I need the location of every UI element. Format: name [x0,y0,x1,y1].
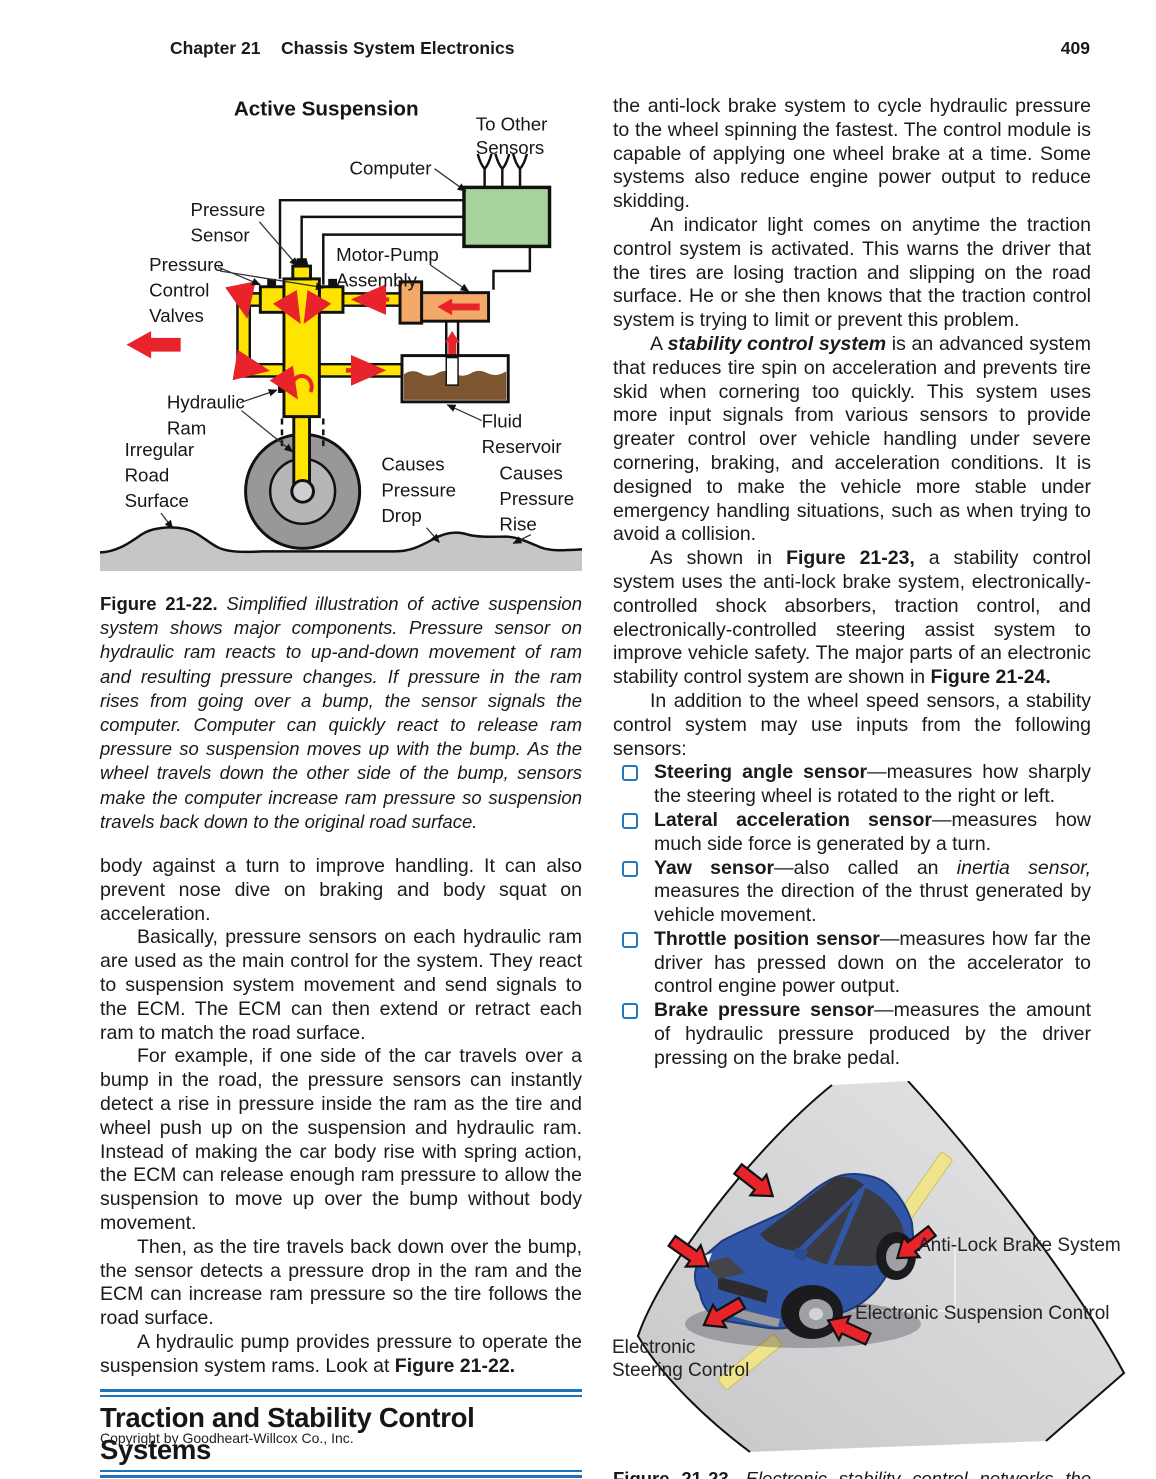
svg-text:Assembly: Assembly [336,270,418,291]
label-to-other-sensors: To Other [476,113,548,134]
label-pressure-sensor: Pressure [190,199,265,220]
flow-arrows [225,281,390,386]
svg-text:Road: Road [125,465,170,486]
list-item-lateral-accel: Lateral acceleration sensor—measures how… [613,809,1091,857]
svg-text:Rise: Rise [499,514,536,535]
svg-text:Drop: Drop [381,505,421,526]
copyright-footer: Copyright by Goodheart-Willcox Co., Inc. [100,1430,354,1446]
paragraph: Basically, pressure sensors on each hydr… [100,926,582,1044]
paragraph: In addition to the wheel speed sensors, … [613,689,1091,760]
svg-text:Sensors: Sensors [476,137,545,158]
checkbox-bullet-icon [622,860,638,877]
label-irregular-road: Irregular [125,439,195,460]
label-causes-rise: Causes [499,463,562,484]
heading-rule-bottom [100,1469,582,1478]
caption-label: Figure 21-23. [613,1467,734,1479]
svg-text:Sensor: Sensor [190,224,249,245]
chapter-label: Chapter 21 [170,38,261,58]
section-heading: Traction and Stability Control Systems [100,1401,475,1465]
paragraph: the anti-lock brake system to cycle hydr… [613,95,1091,213]
paragraph: body against a turn to improve handling.… [100,855,582,925]
figure-21-23-caption: Figure 21-23. Electronic stability contr… [613,1467,1091,1479]
svg-text:Pressure: Pressure [499,488,574,509]
left-red-arrow [126,331,181,359]
paragraph: As shown in Figure 21-23, a stability co… [613,547,1092,689]
figure-21-22-caption: Figure 21-22. Simplified illustration of… [100,593,582,832]
hydraulic-ram [258,258,345,419]
checkbox-bullet-icon [622,812,638,829]
right-column: the anti-lock brake system to cycle hydr… [612,95,1126,1479]
label-anti-lock-brake: Anti-Lock Brake System [918,1235,1121,1256]
list-item-yaw: Yaw sensor—also called an inertia sensor… [613,857,1091,928]
list-item-brake-pressure: Brake pressure sensor—measures the amoun… [613,999,1091,1070]
svg-text:Pressure: Pressure [381,479,456,500]
diagram-title: Active Suspension [234,98,419,121]
label-steering-control: Electronic [612,1337,695,1358]
sensor-antennas [476,153,529,188]
pressure-sensor-block [294,258,309,267]
figure-21-22-diagram: Active Suspension To Other Sensors Compu… [99,98,583,572]
paragraph: For example, if one side of the car trav… [100,1045,582,1234]
paragraph: An indicator light comes on anytime the … [613,213,1091,332]
lane-stripes [717,1151,953,1390]
label-pressure-control-valves: Pressure [149,254,224,275]
motor-pump-assembly [398,280,491,325]
checkbox-bullet-icon [622,1003,638,1020]
list-item-steering-angle: Steering angle sensor—measures how sharp… [613,761,1091,809]
caption-label: Figure 21-22. [100,593,218,614]
left-column: Active Suspension To Other Sensors Compu… [99,88,583,1479]
pump-reservoir-pipe [444,321,460,360]
svg-text:Steering Control: Steering Control [612,1360,749,1381]
paragraph: A stability control system is an advance… [613,332,1091,546]
label-hydraulic-ram: Hydraulic [167,392,245,413]
label-motor-pump: Motor-Pump [336,244,439,265]
svg-text:Control: Control [149,280,209,301]
heading-rule-top [100,1388,582,1397]
road-surface [100,527,582,572]
sensor-list: Steering angle sensor—measures how sharp… [613,761,1091,1070]
piston-rod [280,415,325,504]
figure-21-23-image: Anti-Lock Brake System Electronic Suspen… [600,1079,1133,1453]
label-causes-drop: Causes [381,454,444,475]
fluid-reservoir [400,354,510,404]
label-computer: Computer [350,158,432,179]
leader-lines [160,168,532,545]
computer-wires [278,198,532,290]
section-heading-block: Traction and Stability Control Systems [100,1388,582,1478]
paragraph: Then, as the tire travels back down over… [100,1235,582,1330]
paragraph: A hydraulic pump provides pressure to op… [100,1330,582,1377]
label-suspension-control: Electronic Suspension Control [855,1303,1110,1324]
checkbox-bullet-icon [622,931,638,948]
chapter-title: Chassis System Electronics [281,38,515,58]
checkbox-bullet-icon [622,765,638,782]
list-item-throttle: Throttle position sensor—measures how fa… [613,928,1091,999]
computer-box [462,185,552,249]
svg-text:Ram: Ram [167,417,206,438]
page-number: 409 [1060,38,1090,58]
label-fluid-reservoir: Fluid [482,410,522,431]
svg-text:Reservoir: Reservoir [482,436,562,457]
svg-text:Surface: Surface [125,490,189,511]
svg-text:Valves: Valves [149,305,204,326]
